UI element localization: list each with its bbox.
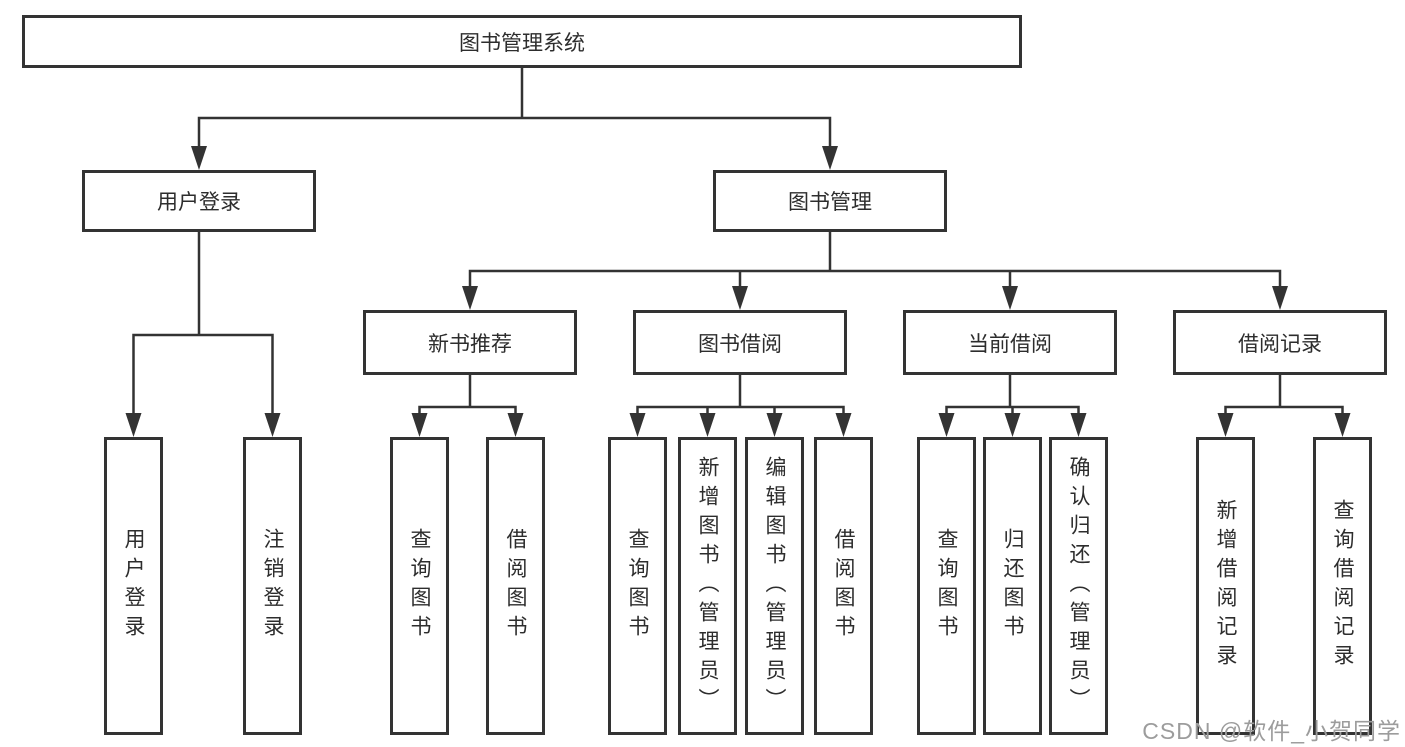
connector-userlogin-to-leaves bbox=[132, 232, 274, 428]
node-label: 新增借阅记录 bbox=[1214, 499, 1237, 673]
leaf-logout: 注销登录 bbox=[243, 437, 302, 735]
node-label: 查询图书 bbox=[935, 528, 958, 644]
node-book-borrow: 图书借阅 bbox=[633, 310, 847, 375]
connector-bookmgmt-to-level3 bbox=[468, 232, 1282, 302]
node-label: 注销登录 bbox=[261, 528, 284, 644]
connector-root-to-level2 bbox=[197, 68, 832, 162]
node-label: 图书管理 bbox=[788, 191, 872, 214]
node-label: 图书管理系统 bbox=[459, 31, 585, 55]
connector-newbook-to-leaves bbox=[418, 375, 517, 428]
leaf-return-books: 归还图书 bbox=[983, 437, 1042, 735]
leaf-borrow-books: 借阅图书 bbox=[814, 437, 873, 735]
leaf-query-borrow-record: 查询借阅记录 bbox=[1313, 437, 1372, 735]
node-label: 新增图书（管理员） bbox=[696, 455, 719, 717]
node-label: 图书借阅 bbox=[698, 332, 782, 356]
node-label: 新书推荐 bbox=[428, 332, 512, 356]
node-label: 用户登录 bbox=[157, 191, 241, 214]
node-user-login: 用户登录 bbox=[82, 170, 316, 232]
node-label: 借阅记录 bbox=[1238, 332, 1322, 356]
node-label: 借阅图书 bbox=[832, 528, 855, 644]
watermark: CSDN @软件_小贺同学 bbox=[1142, 718, 1401, 744]
node-new-book-recommend: 新书推荐 bbox=[363, 310, 577, 375]
node-label: 编辑图书（管理员） bbox=[763, 455, 786, 717]
leaf-query-books-current: 查询图书 bbox=[917, 437, 976, 735]
node-label: 查询借阅记录 bbox=[1331, 499, 1354, 673]
leaf-query-books-borrow: 查询图书 bbox=[608, 437, 667, 735]
node-label: 借阅图书 bbox=[504, 528, 527, 644]
leaf-edit-books-admin: 编辑图书（管理员） bbox=[745, 437, 804, 735]
node-label: 当前借阅 bbox=[968, 332, 1052, 356]
node-label: 查询图书 bbox=[408, 528, 431, 644]
node-root: 图书管理系统 bbox=[22, 15, 1022, 68]
connector-records-to-leaves bbox=[1224, 375, 1344, 428]
node-borrow-records: 借阅记录 bbox=[1173, 310, 1387, 375]
leaf-add-borrow-record: 新增借阅记录 bbox=[1196, 437, 1255, 735]
leaf-confirm-return-admin: 确认归还（管理员） bbox=[1049, 437, 1108, 735]
leaf-borrow-books-recommend: 借阅图书 bbox=[486, 437, 545, 735]
node-label: 归还图书 bbox=[1001, 528, 1024, 644]
leaf-add-books-admin: 新增图书（管理员） bbox=[678, 437, 737, 735]
arrowheads bbox=[125, 146, 1351, 437]
connector-borrow-to-leaves bbox=[636, 375, 845, 428]
node-label: 查询图书 bbox=[626, 528, 649, 644]
leaf-query-books-recommend: 查询图书 bbox=[390, 437, 449, 735]
node-current-borrow: 当前借阅 bbox=[903, 310, 1117, 375]
node-label: 用户登录 bbox=[122, 528, 145, 644]
node-label: 确认归还（管理员） bbox=[1067, 455, 1090, 717]
leaf-user-login: 用户登录 bbox=[104, 437, 163, 735]
node-book-management: 图书管理 bbox=[713, 170, 947, 232]
